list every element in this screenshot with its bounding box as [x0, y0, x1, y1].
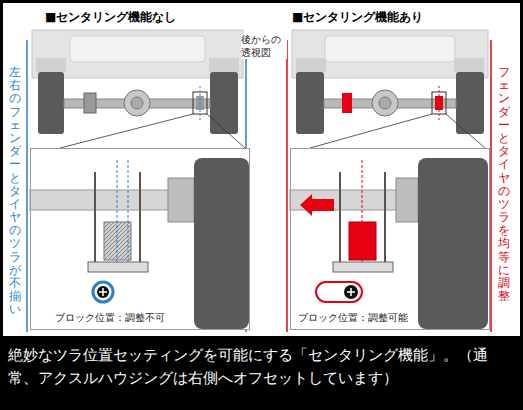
fender-guide-lines-part	[490, 40, 492, 332]
inset-left-part	[194, 158, 249, 329]
panel-heading: ■センタリング機能あり	[292, 9, 423, 26]
car-rear-right-part	[296, 72, 324, 134]
car-rear-right-part	[325, 36, 455, 62]
car-rear-left	[32, 30, 245, 148]
car-rear-left-part	[70, 36, 205, 62]
car-rear-left-part	[209, 58, 239, 72]
inset-left-part	[88, 262, 148, 272]
view-note: 後からの 透視図	[241, 34, 287, 59]
car-rear-left-part	[124, 90, 150, 116]
car-rear-right-part	[292, 30, 488, 78]
fender-guide-lines-part	[286, 40, 288, 332]
car-rear-right-part	[310, 114, 432, 148]
car-rear-left-part	[38, 72, 64, 134]
inset-right-part	[344, 285, 358, 299]
car-rear-right	[292, 30, 488, 148]
inset-left-part	[94, 172, 96, 272]
vertical-note: フェンダーとタイヤのツラを均等に調整	[498, 66, 510, 303]
inset-right-part	[362, 160, 363, 262]
caption: 絶妙なツラ位置セッティングを可能にする「センタリング機能」。（通常、アクスルハウ…	[8, 344, 515, 389]
inset-left-part	[139, 172, 141, 272]
car-rear-right-part	[296, 58, 326, 72]
block-position-label: ブロック位置：調整可能	[296, 311, 410, 325]
inset-left-part	[168, 178, 194, 222]
car-rear-left-part	[32, 30, 243, 78]
car-rear-left-part	[36, 58, 66, 72]
inset-right-part	[339, 172, 341, 272]
panel-heading: ■センタリング機能なし	[45, 9, 176, 26]
detail-inset: ブロック位置：調整可能	[290, 148, 490, 330]
inset-right-part	[384, 172, 386, 272]
inset-right-part	[316, 282, 362, 302]
detail-inset: ブロック位置：調整不可	[30, 148, 250, 330]
inset-left-part	[97, 286, 109, 298]
car-rear-right-part	[454, 58, 484, 72]
fender-guide-lines	[27, 40, 491, 332]
car-rear-left-part	[131, 97, 143, 109]
car-rear-left-part	[84, 93, 96, 113]
inset-right-part	[300, 194, 334, 216]
inset-left-part	[99, 288, 107, 296]
inset-right-part	[290, 148, 490, 330]
inset-left-part	[128, 160, 129, 262]
inset-left-part	[117, 160, 118, 262]
inset-right-part	[333, 262, 393, 272]
inset-right	[290, 148, 490, 330]
inset-left-part	[30, 190, 180, 210]
car-rear-right-part	[379, 97, 391, 109]
car-rear-right-part	[342, 93, 352, 113]
vertical-note: 左右のフェンダーとタイヤのツラが不揃い	[9, 66, 21, 317]
inset-right-part	[418, 158, 488, 329]
background-part	[3, 3, 520, 336]
car-rear-right-part	[372, 90, 398, 116]
fender-guide-lines-part	[26, 40, 28, 332]
inset-right-part	[347, 288, 355, 296]
car-rear-right-part	[446, 114, 485, 148]
car-rear-left-part	[210, 72, 238, 134]
inset-left	[30, 148, 250, 330]
inset-right-part	[396, 178, 418, 222]
block-position-label: ブロック位置：調整不可	[53, 311, 167, 325]
car-rear-right-part	[456, 72, 484, 134]
car-rear-right-part	[439, 86, 440, 120]
inset-left-part	[30, 148, 250, 330]
car-rear-left-part	[200, 86, 201, 120]
car-rear-left-part	[60, 114, 193, 148]
inset-left-part	[93, 282, 113, 302]
car-rear-left-part	[207, 114, 245, 148]
